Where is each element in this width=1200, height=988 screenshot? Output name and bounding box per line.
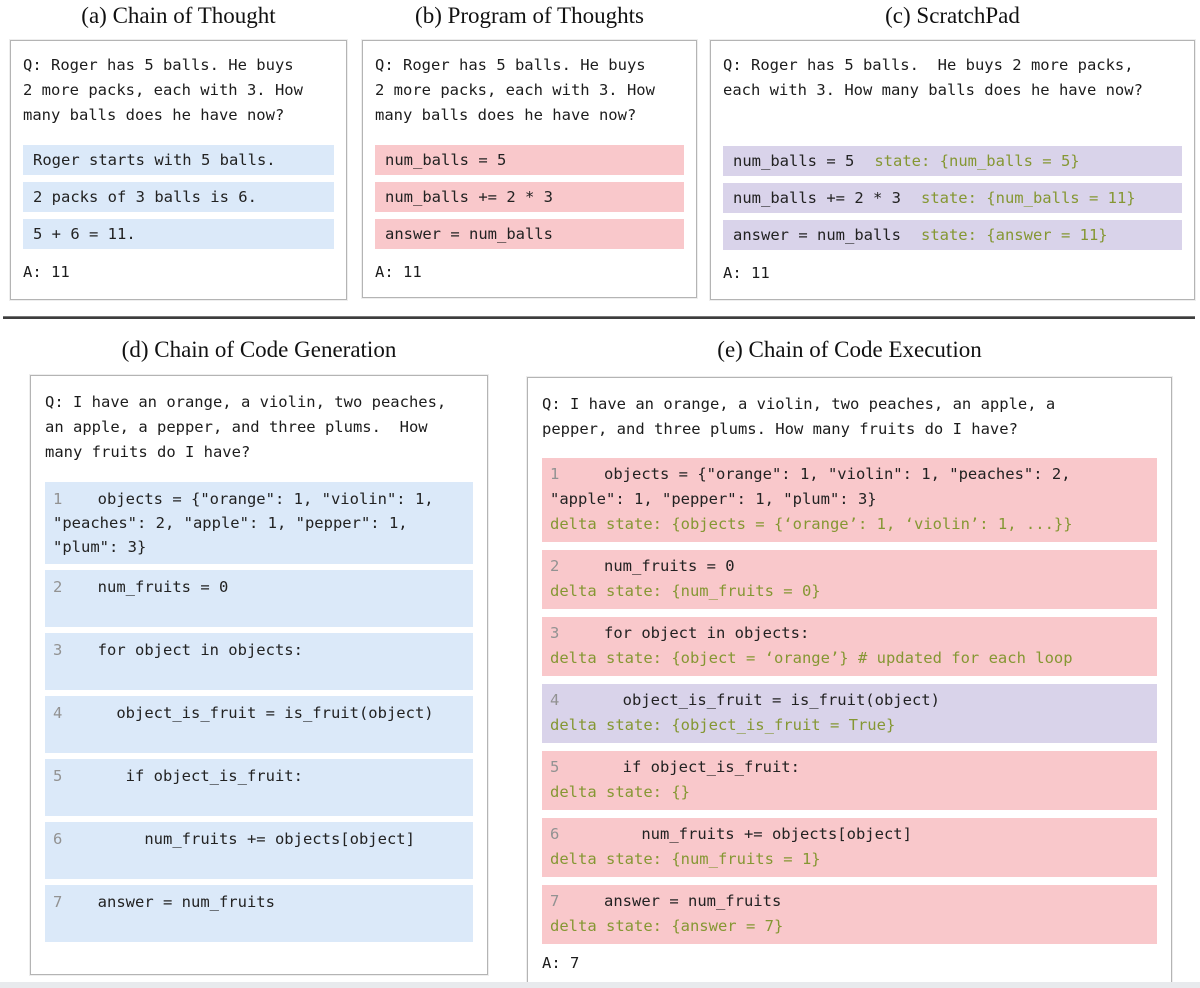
line-number: 5 bbox=[53, 767, 63, 785]
code-text: num_fruits = 0 bbox=[576, 557, 735, 575]
pot-step: num_balls = 5 bbox=[375, 145, 684, 175]
panel-chain-of-code-execution: Q: I have an orange, a violin, two peach… bbox=[527, 377, 1172, 983]
delta-state-text: delta state: {object = ‘orange’} # updat… bbox=[550, 649, 1073, 667]
code-line: 3 for object in objects: bbox=[45, 633, 473, 690]
question-text: Q: Roger has 5 balls. He buys 2 more pac… bbox=[723, 56, 1143, 99]
executed-code-lines: 1 objects = {"orange": 1, "violin": 1, "… bbox=[542, 458, 1157, 944]
code-text: num_fruits = 0 bbox=[79, 578, 229, 596]
line-number: 6 bbox=[53, 830, 63, 848]
question-text: Q: I have an orange, a violin, two peach… bbox=[542, 395, 1056, 438]
code-line: 6 num_fruits += objects[object] bbox=[45, 822, 473, 879]
code-text: if object_is_fruit: bbox=[79, 767, 303, 785]
delta-state-text: delta state: {objects = {‘orange’: 1, ‘v… bbox=[550, 515, 1073, 533]
pot-step: num_balls += 2 * 3 bbox=[375, 182, 684, 212]
answer-text: A: 11 bbox=[375, 263, 422, 281]
code-text: answer = num_fruits bbox=[79, 893, 275, 911]
code-text: num_fruits += objects[object] bbox=[79, 830, 415, 848]
exec-line: 7 answer = num_fruits delta state: {answ… bbox=[542, 885, 1157, 944]
pot-step: answer = num_balls bbox=[375, 219, 684, 249]
question-text: Q: Roger has 5 balls. He buys 2 more pac… bbox=[23, 56, 303, 124]
code-text: object_is_fruit = is_fruit(object) bbox=[576, 691, 940, 709]
state-text: state: {num_balls = 11} bbox=[920, 189, 1136, 207]
exec-line: 3 for object in objects: delta state: {o… bbox=[542, 617, 1157, 676]
delta-state-text: delta state: {num_fruits = 1} bbox=[550, 850, 821, 868]
exec-line: 4 object_is_fruit = is_fruit(object) del… bbox=[542, 684, 1157, 743]
panel-scratchpad: Q: Roger has 5 balls. He buys 2 more pac… bbox=[710, 40, 1195, 300]
panel-b-title: (b) Program of Thoughts bbox=[415, 3, 644, 28]
question-text: Q: I have an orange, a violin, two peach… bbox=[45, 393, 447, 461]
state-text: state: {num_balls = 5} bbox=[874, 152, 1080, 170]
exec-line: 6 num_fruits += objects[object] delta st… bbox=[542, 818, 1157, 877]
answer-text: A: 11 bbox=[723, 264, 770, 282]
code-text: for object in objects: bbox=[576, 624, 810, 642]
code-text: answer = num_fruits bbox=[576, 892, 782, 910]
generated-code-lines: 1 objects = {"orange": 1, "violin": 1, "… bbox=[45, 482, 473, 942]
scratchpad-step: num_balls = 5 state: {num_balls = 5} bbox=[723, 146, 1182, 176]
code-line: 2 num_fruits = 0 bbox=[45, 570, 473, 627]
answer-text: A: 11 bbox=[23, 263, 70, 281]
code-text: objects = {"orange": 1, "violin": 1, "pe… bbox=[550, 465, 1071, 508]
line-number: 4 bbox=[53, 704, 63, 722]
pot-steps: num_balls = 5 num_balls += 2 * 3 answer … bbox=[375, 145, 684, 249]
panel-a-title: (a) Chain of Thought bbox=[81, 3, 276, 28]
code-text: num_balls += 2 * 3 bbox=[733, 189, 901, 207]
question-text: Q: Roger has 5 balls. He buys 2 more pac… bbox=[375, 56, 655, 124]
panel-chain-of-code-generation: Q: I have an orange, a violin, two peach… bbox=[30, 375, 488, 975]
delta-state-text: delta state: {answer = 7} bbox=[550, 917, 784, 935]
panel-d-title: (d) Chain of Code Generation bbox=[121, 337, 397, 362]
code-text: answer = num_balls bbox=[733, 226, 901, 244]
scratchpad-steps: num_balls = 5 state: {num_balls = 5} num_… bbox=[723, 146, 1182, 250]
state-text: state: {answer = 11} bbox=[920, 226, 1108, 244]
line-number: 7 bbox=[550, 892, 560, 910]
line-number: 1 bbox=[53, 490, 63, 508]
code-text: object_is_fruit = is_fruit(object) bbox=[79, 704, 434, 722]
line-number: 2 bbox=[53, 578, 63, 596]
line-number: 5 bbox=[550, 758, 560, 776]
line-number: 4 bbox=[550, 691, 560, 709]
scratchpad-step: answer = num_balls state: {answer = 11} bbox=[723, 220, 1182, 250]
code-text: if object_is_fruit: bbox=[576, 758, 800, 776]
cot-step: Roger starts with 5 balls. bbox=[23, 145, 334, 175]
line-number: 1 bbox=[550, 465, 560, 483]
line-number: 2 bbox=[550, 557, 560, 575]
answer-text: A: 7 bbox=[542, 954, 580, 972]
page-edge-strip bbox=[0, 982, 1200, 988]
code-text: num_fruits += objects[object] bbox=[576, 825, 912, 843]
code-line: 1 objects = {"orange": 1, "violin": 1, "… bbox=[45, 482, 473, 564]
scratchpad-step: num_balls += 2 * 3 state: {num_balls = 11… bbox=[723, 183, 1182, 213]
line-number: 3 bbox=[550, 624, 560, 642]
line-number: 7 bbox=[53, 893, 63, 911]
exec-line: 5 if object_is_fruit: delta state: {} bbox=[542, 751, 1157, 810]
cot-step: 2 packs of 3 balls is 6. bbox=[23, 182, 334, 212]
code-line: 5 if object_is_fruit: bbox=[45, 759, 473, 816]
line-number: 6 bbox=[550, 825, 560, 843]
panel-chain-of-thought: Q: Roger has 5 balls. He buys 2 more pac… bbox=[10, 40, 347, 300]
delta-state-text: delta state: {} bbox=[550, 783, 690, 801]
code-text: num_balls = 5 bbox=[733, 152, 855, 170]
section-divider bbox=[3, 316, 1195, 319]
delta-state-text: delta state: {num_fruits = 0} bbox=[550, 582, 821, 600]
code-line: 7 answer = num_fruits bbox=[45, 885, 473, 942]
exec-line: 1 objects = {"orange": 1, "violin": 1, "… bbox=[542, 458, 1157, 542]
panel-c-title: (c) ScratchPad bbox=[885, 3, 1020, 28]
cot-step: 5 + 6 = 11. bbox=[23, 219, 334, 249]
exec-line: 2 num_fruits = 0 delta state: {num_fruit… bbox=[542, 550, 1157, 609]
panel-e-title: (e) Chain of Code Execution bbox=[717, 337, 982, 362]
delta-state-text: delta state: {object_is_fruit = True} bbox=[550, 716, 896, 734]
panel-program-of-thoughts: Q: Roger has 5 balls. He buys 2 more pac… bbox=[362, 40, 697, 298]
code-text: for object in objects: bbox=[79, 641, 303, 659]
code-text: objects = {"orange": 1, "violin": 1, "pe… bbox=[53, 490, 434, 556]
cot-steps: Roger starts with 5 balls. 2 packs of 3 … bbox=[23, 145, 334, 249]
line-number: 3 bbox=[53, 641, 63, 659]
code-line: 4 object_is_fruit = is_fruit(object) bbox=[45, 696, 473, 753]
